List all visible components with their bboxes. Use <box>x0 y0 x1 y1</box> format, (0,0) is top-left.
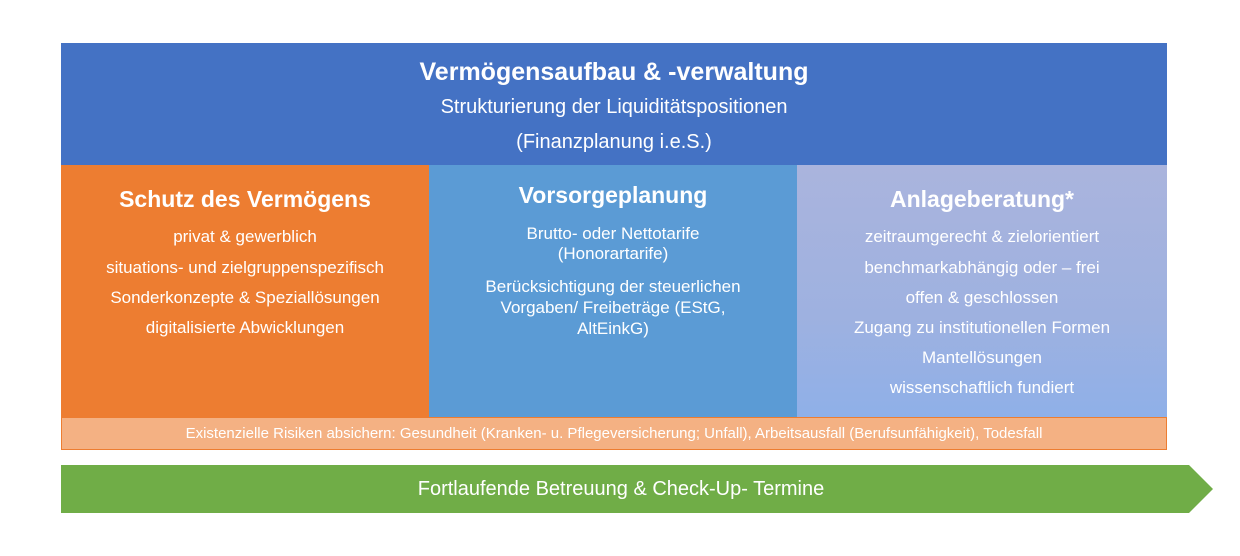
pension-planning-box: Vorsorgeplanung Brutto- oder Nettotarife… <box>429 165 797 417</box>
investment-advice-title: Anlageberatung* <box>889 186 1075 212</box>
arrow-shape <box>61 465 1213 513</box>
asset-protection-line: digitalisierte Abwicklungen <box>145 318 345 337</box>
investment-advice-line: zeitraumgerecht & zielorientiert <box>864 227 1100 246</box>
investment-advice-line: Zugang zu institutionellen Formen <box>853 318 1111 337</box>
asset-management-banner: Vermögensaufbau & -verwaltung Strukturie… <box>61 43 1167 167</box>
ongoing-support-arrow: Fortlaufende Betreuung & Check-Up- Termi… <box>61 465 1213 513</box>
ongoing-support-label: Fortlaufende Betreuung & Check-Up- Termi… <box>417 478 825 500</box>
asset-protection-box: Schutz des Vermögens privat & gewerblich… <box>61 165 429 417</box>
existential-risk-text: Existenzielle Risiken absichern: Gesundh… <box>185 425 1043 442</box>
investment-advice-line: benchmarkabhängig oder – frei <box>864 258 1100 277</box>
existential-risk-bar: Existenzielle Risiken absichern: Gesundh… <box>61 417 1167 450</box>
investment-advice-line: wissenschaftlich fundiert <box>889 378 1075 397</box>
banner-title: Vermögensaufbau & -verwaltung <box>419 58 809 86</box>
asset-protection-line: situations- und zielgruppenspezifisch <box>106 258 384 277</box>
pension-planning-line: (Honorartarife) <box>557 244 669 263</box>
investment-advice-box: Anlageberatung* zeitraumgerecht & zielor… <box>797 165 1167 417</box>
asset-protection-title: Schutz des Vermögens <box>119 186 371 212</box>
asset-protection-line: privat & gewerblich <box>173 227 317 246</box>
pension-planning-line: Brutto- oder Nettotarife <box>526 224 700 243</box>
pension-planning-line: Berücksichtigung der steuerlichen <box>485 277 741 296</box>
investment-advice-line: offen & geschlossen <box>905 288 1059 307</box>
pension-planning-title: Vorsorgeplanung <box>518 182 708 208</box>
asset-protection-line: Sonderkonzepte & Speziallösungen <box>110 288 380 307</box>
pension-planning-line: AltEinkG) <box>577 319 649 338</box>
pension-planning-line: Vorgaben/ Freibeträge (EStG, <box>500 298 726 317</box>
banner-subtitle-line2: (Finanzplanung i.e.S.) <box>516 131 712 153</box>
investment-advice-line: Mantellösungen <box>921 348 1043 367</box>
banner-subtitle-line1: Strukturierung der Liquiditätspositionen <box>440 96 788 118</box>
